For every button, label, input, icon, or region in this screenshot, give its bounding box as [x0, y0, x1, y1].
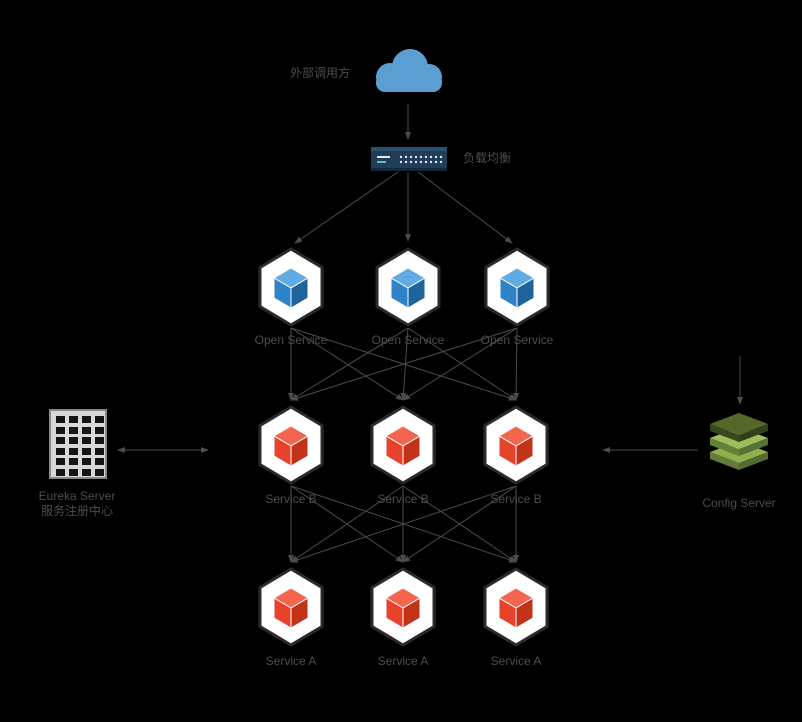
hexagon-module-blue-icon	[484, 247, 550, 327]
hexagon-module-red-icon	[483, 405, 549, 485]
service-a-label-1: Service A	[265, 654, 317, 668]
hexagon-module-blue-icon	[375, 247, 441, 327]
hexagon-module-red-icon	[370, 405, 436, 485]
service-b-label-3: Service B	[490, 492, 542, 506]
layers-stack-icon	[710, 413, 768, 470]
cloud-icon	[376, 49, 442, 92]
open-service-label-3: Open Service	[480, 333, 554, 347]
loadbalancer-to-openservice-arrows	[294, 171, 513, 244]
config-server-label: Config Server	[702, 496, 776, 510]
hexagon-module-red-icon	[258, 567, 324, 647]
service-b-node-1	[256, 404, 326, 491]
open-service-node-3	[482, 246, 552, 333]
openservice-to-serviceb-arrows	[288, 327, 520, 401]
open-service-node-2	[373, 246, 443, 333]
service-b-node-2	[368, 404, 438, 491]
registry-building-icon	[49, 409, 107, 479]
config-server-node	[702, 408, 776, 483]
service-b-node-3	[481, 404, 551, 491]
service-b-label-1: Service B	[265, 492, 317, 506]
hexagon-module-blue-icon	[258, 247, 324, 327]
eureka-server-node	[48, 408, 108, 485]
service-a-node-1	[256, 566, 326, 653]
service-b-label-2: Service B	[377, 492, 429, 506]
external-caller-label: 外部调用方	[289, 66, 350, 80]
open-service-label-2: Open Service	[371, 333, 445, 347]
eureka-server-subtitle: 服务注册中心	[40, 504, 113, 518]
hexagon-module-red-icon	[370, 567, 436, 647]
service-a-label-2: Service A	[377, 654, 429, 668]
load-balancer-node	[371, 147, 447, 176]
service-a-node-3	[481, 566, 551, 653]
eureka-server-title: Eureka Server	[38, 489, 116, 503]
load-balancer-label: 负载均衡	[463, 151, 512, 165]
hexagon-module-red-icon	[483, 567, 549, 647]
external-caller-node	[366, 44, 454, 107]
load-balancer-icon	[371, 147, 447, 171]
hexagon-module-red-icon	[258, 405, 324, 485]
service-a-label-3: Service A	[490, 654, 542, 668]
service-a-node-2	[368, 566, 438, 653]
open-service-node-1	[256, 246, 326, 333]
open-service-label-1: Open Service	[254, 333, 328, 347]
serviceb-to-servicea-arrows	[288, 485, 519, 563]
eureka-server-label: Eureka Server 服务注册中心	[7, 489, 147, 519]
